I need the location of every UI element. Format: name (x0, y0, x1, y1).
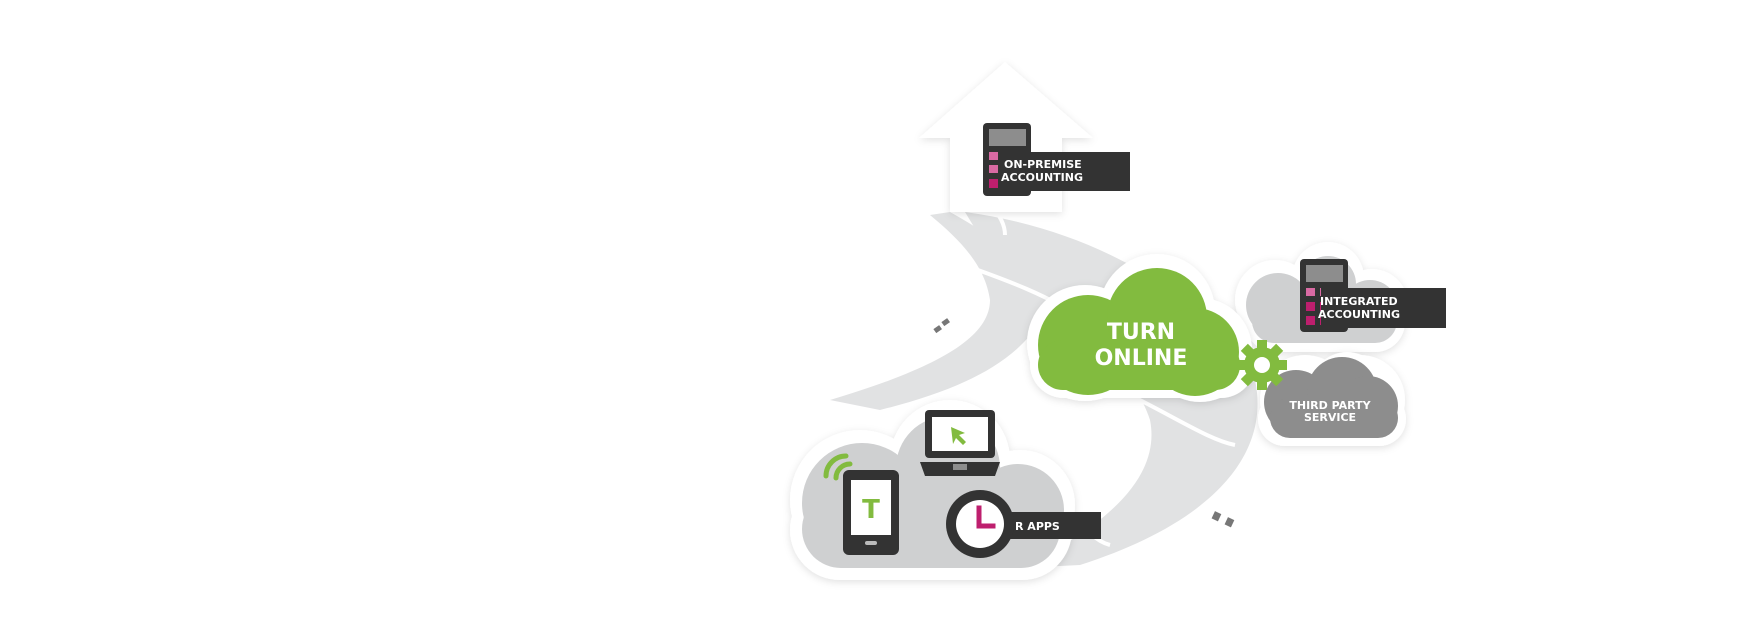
wifi-icon (823, 453, 853, 481)
integrated-accounting-label: INTEGRATED ACCOUNTING (1318, 288, 1446, 328)
on-premise-label-line1: ON-PREMISE (1004, 158, 1082, 171)
clock-icon (946, 490, 1014, 558)
third-party-service-cloud: THIRD PARTY SERVICE (1258, 352, 1406, 446)
turn-online-cloud: TURN ONLINE (1027, 254, 1255, 402)
laptop-icon (920, 410, 1000, 476)
on-premise-label-line2: ACCOUNTING (1001, 171, 1083, 184)
center-title-line2: ONLINE (1095, 346, 1188, 371)
phone-letter: T (862, 495, 880, 525)
phone-icon: T (843, 470, 899, 555)
center-title-line1: TURN (1107, 320, 1175, 345)
dash-accents (933, 318, 1235, 528)
on-premise-label: ON-PREMISE ACCOUNTING (1001, 152, 1130, 191)
gear-icon (1237, 340, 1287, 390)
apps-label-text: R APPS (1015, 520, 1060, 533)
integrated-label-line2: ACCOUNTING (1318, 308, 1400, 321)
integrated-label-line1: INTEGRATED (1320, 295, 1398, 308)
third-party-label-line2: SERVICE (1304, 411, 1356, 424)
third-party-label-line1: THIRD PARTY (1289, 399, 1371, 412)
